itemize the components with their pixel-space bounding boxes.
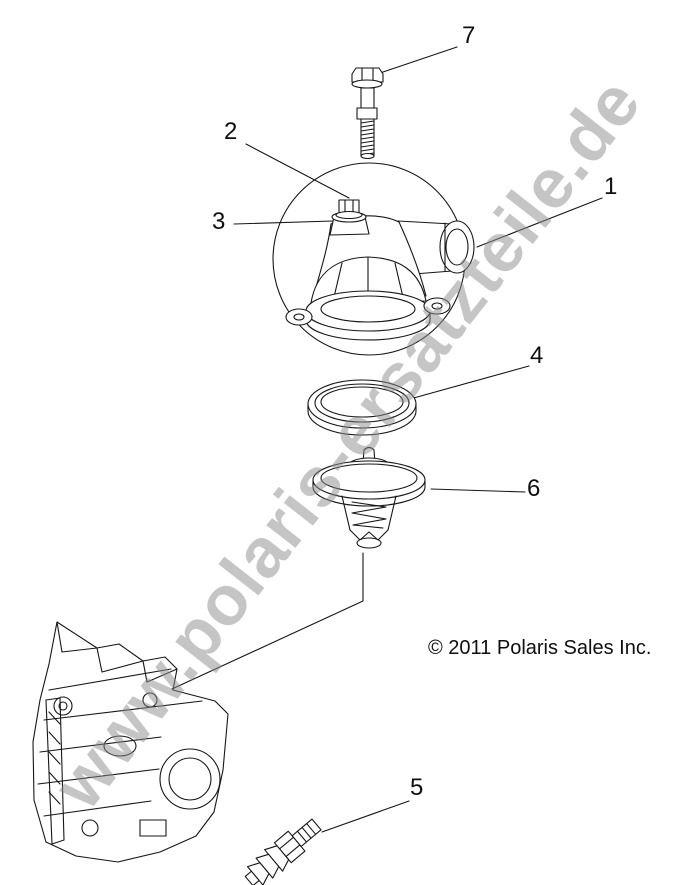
leader-line-4 [409, 365, 530, 400]
leader-line-1 [476, 197, 603, 248]
callout-3: 3 [212, 208, 226, 235]
copyright-notice: © 2011 Polaris Sales Inc. [428, 637, 652, 659]
callout-4: 4 [530, 342, 544, 369]
callout-6: 6 [527, 475, 541, 502]
leader-line-7 [379, 46, 458, 74]
housing-bolt-drawing [335, 199, 363, 220]
flange-bolt-drawing [351, 67, 384, 160]
callout-2: 2 [224, 118, 238, 145]
leader-line-3 [233, 220, 334, 225]
leader-lines [171, 46, 603, 833]
callout-7: 7 [462, 22, 476, 49]
leader-line-2 [245, 143, 350, 199]
callout-5: 5 [410, 774, 424, 801]
leader-line-5 [321, 800, 410, 833]
assembly-locator-line [171, 552, 364, 690]
thermostat-housing-drawing [285, 199, 475, 341]
cylinder-head-drawing [32, 621, 229, 863]
callout-1: 1 [604, 173, 618, 200]
hose-fitting-drawing [244, 818, 322, 885]
hatch-lines [48, 711, 61, 805]
leader-line-6 [430, 488, 526, 493]
spring-coil-lines [351, 501, 387, 529]
seal-ring-drawing [307, 379, 417, 436]
thermostat-drawing [312, 446, 426, 549]
